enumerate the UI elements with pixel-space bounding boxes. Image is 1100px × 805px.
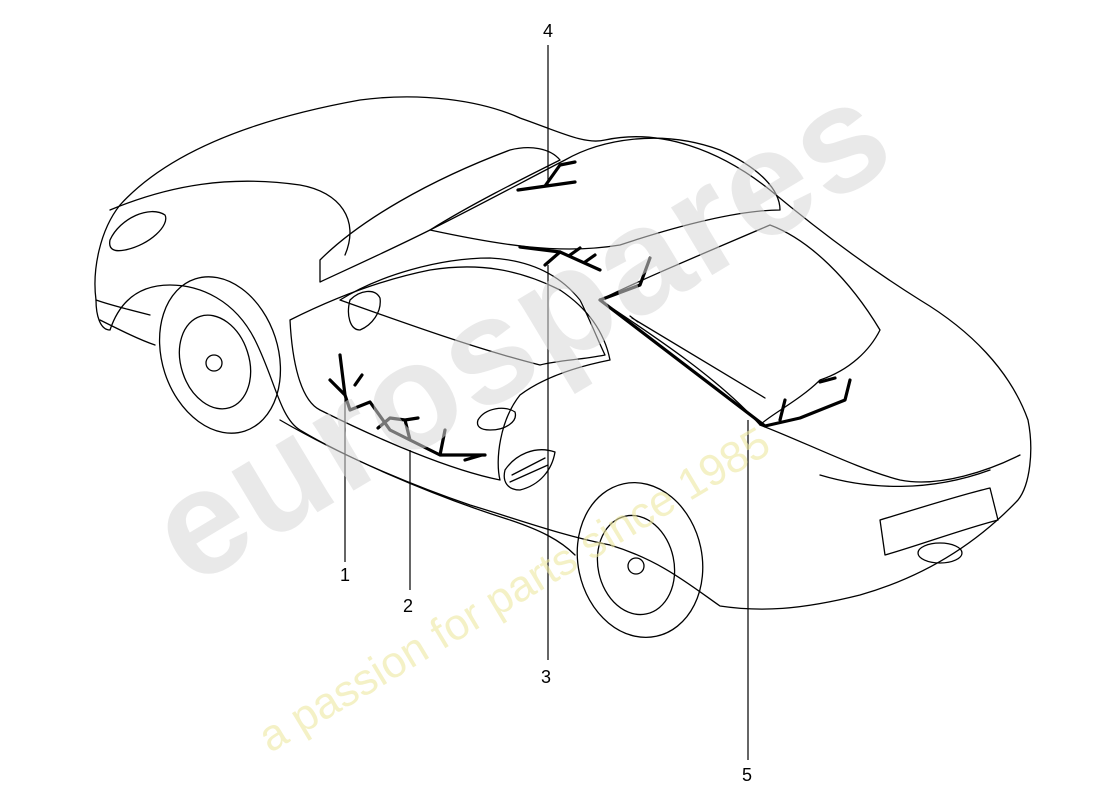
callout-5: 5 <box>742 765 753 785</box>
harness-rear <box>598 256 852 428</box>
rear-spoiler <box>819 469 991 488</box>
headlight <box>109 210 167 252</box>
rear-window <box>599 224 881 426</box>
car-body-outline <box>94 96 1032 610</box>
callout-1: 1 <box>340 565 351 585</box>
side-window <box>339 257 606 366</box>
front-bumper <box>95 299 156 346</box>
exhaust-tip <box>917 542 963 564</box>
harness-roof-front <box>518 245 602 272</box>
license-plate <box>879 487 999 556</box>
rear-rim <box>596 514 676 616</box>
front-hub <box>205 354 223 372</box>
callout-4: 4 <box>543 21 554 41</box>
rocker-panel <box>279 419 576 556</box>
callout-2: 2 <box>403 596 414 616</box>
hood-line <box>109 180 351 256</box>
rear-wiper <box>629 315 766 399</box>
callout-3: 3 <box>541 667 552 687</box>
harness-door-sill <box>328 353 487 462</box>
side-mirror <box>347 290 381 331</box>
side-intake <box>503 449 556 491</box>
roof <box>429 137 781 250</box>
rear-decklid <box>759 424 1021 483</box>
rear-wheel <box>576 481 704 639</box>
front-wheel <box>158 276 282 434</box>
door-handle <box>476 407 517 431</box>
door <box>289 266 611 481</box>
rear-hub <box>627 557 645 575</box>
intake-slats <box>509 457 549 483</box>
windshield <box>319 147 561 283</box>
front-rim <box>178 314 252 410</box>
